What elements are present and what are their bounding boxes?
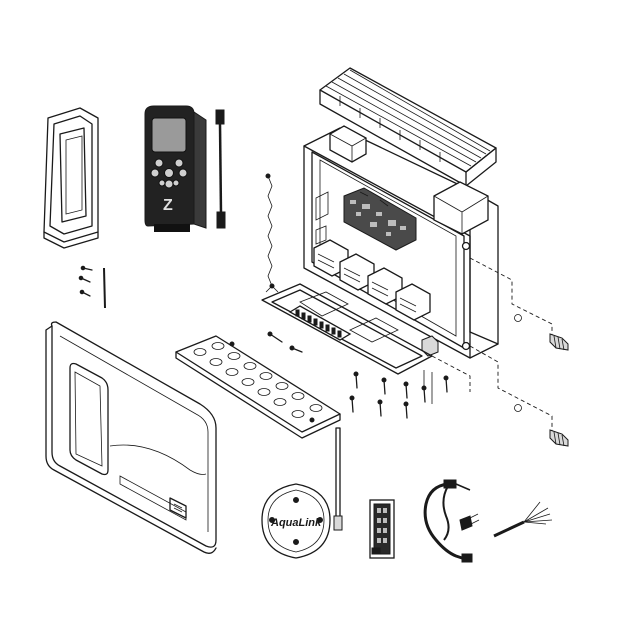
pin bbox=[103, 267, 106, 309]
cable-glands bbox=[431, 257, 569, 447]
handheld-remote: Z bbox=[144, 105, 207, 232]
relay-module bbox=[369, 499, 395, 559]
enclosure-cover bbox=[45, 321, 217, 554]
terminal-gasket bbox=[261, 283, 433, 375]
mounting-screws bbox=[267, 331, 449, 419]
remote-screen bbox=[151, 117, 187, 153]
remote-brand-icon: Z bbox=[163, 197, 173, 214]
power-cable bbox=[423, 479, 480, 563]
wire-leads bbox=[493, 501, 553, 538]
ribbed-lid bbox=[319, 67, 497, 187]
antenna-logo-text: AquaLink bbox=[270, 517, 322, 529]
antenna: AquaLink bbox=[261, 427, 343, 559]
mounting-plate bbox=[175, 335, 341, 439]
relay-terminals bbox=[313, 239, 431, 321]
circuit-board bbox=[343, 187, 417, 251]
connector-cable bbox=[215, 109, 226, 229]
loose-screws bbox=[78, 265, 93, 297]
ground-chain bbox=[265, 173, 279, 293]
control-box bbox=[303, 125, 499, 359]
wall-mount-bezel bbox=[43, 107, 99, 249]
